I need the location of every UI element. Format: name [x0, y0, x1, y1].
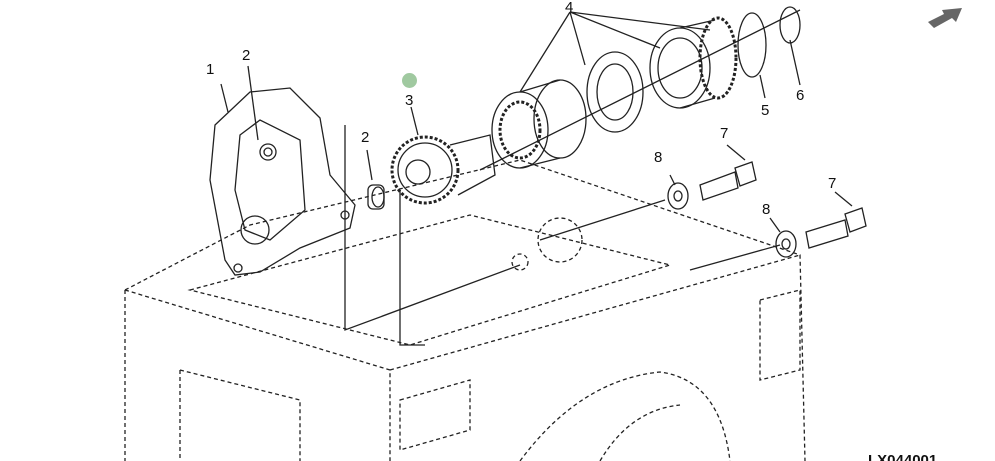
part-1-cover-plate	[209, 83, 356, 276]
callout-6[interactable]: 6	[796, 87, 804, 104]
part-3-gear	[390, 106, 496, 205]
figure-id: LX044001	[868, 452, 938, 461]
callout-2[interactable]: 2	[242, 47, 250, 64]
part-7-8-bolts-washers	[667, 144, 867, 258]
callout-7[interactable]: 7	[828, 175, 836, 192]
callout-7[interactable]: 7	[720, 125, 728, 142]
callout-5[interactable]: 5	[761, 102, 769, 119]
part-2-bushing	[247, 65, 385, 210]
callout-8[interactable]: 8	[654, 149, 662, 166]
callout-1[interactable]: 1	[206, 61, 214, 78]
callout-8[interactable]: 8	[762, 201, 770, 218]
callout-4[interactable]: 4	[565, 0, 573, 16]
transmission-housing	[124, 159, 806, 461]
arrow-up-right-icon[interactable]	[928, 6, 964, 28]
selected-part-hotspot[interactable]	[402, 73, 417, 88]
callout-2[interactable]: 2	[361, 129, 369, 146]
part-5-6-snap-rings	[737, 6, 801, 99]
part-4-bearings	[479, 9, 801, 171]
callout-3[interactable]: 3	[405, 92, 413, 109]
